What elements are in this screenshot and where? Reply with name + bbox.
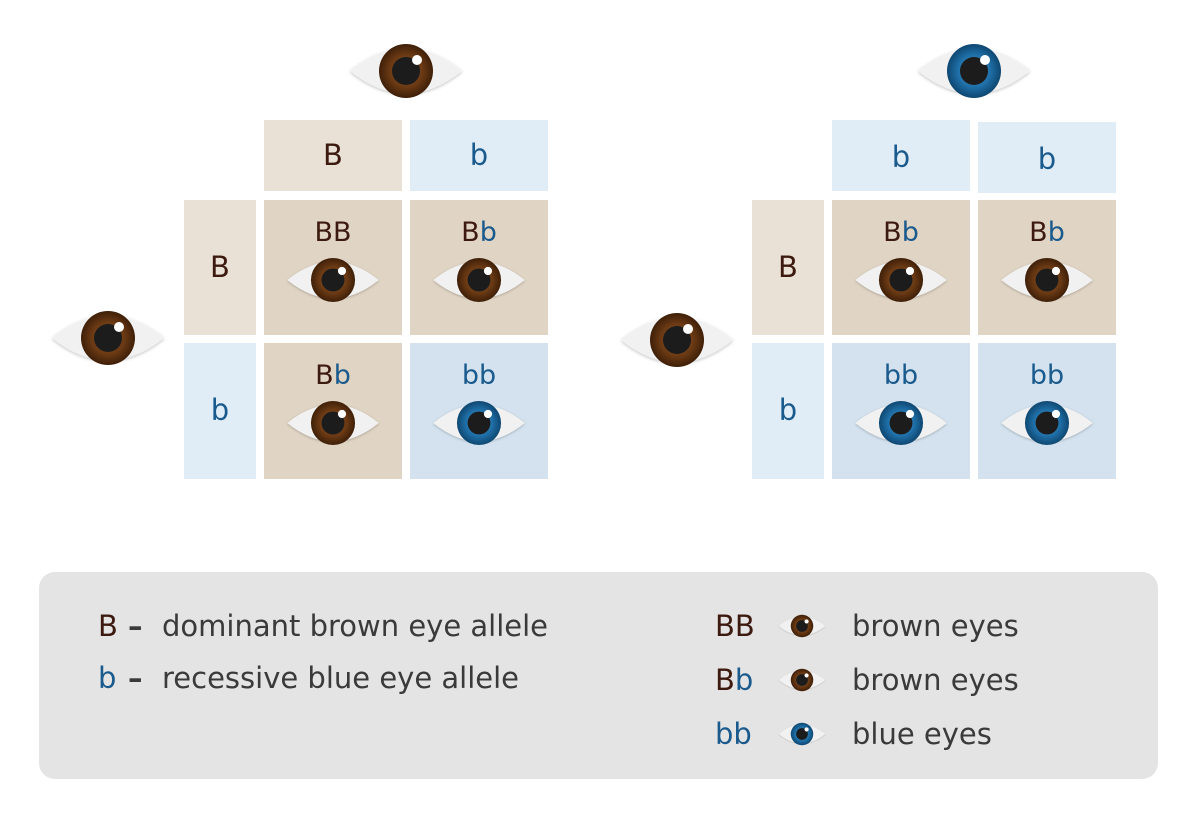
genotype-cell: bb xyxy=(410,343,548,479)
blue-eye-icon xyxy=(430,395,528,451)
legend-allele-dominant: B–dominant brown eye allele xyxy=(98,609,549,643)
genotype-label: Bb xyxy=(1029,217,1065,248)
legend-genotype-label: Bb xyxy=(715,663,754,697)
brown-eye-icon xyxy=(617,307,737,373)
brown-eye-icon xyxy=(998,252,1096,308)
genotype-label: bb xyxy=(461,360,497,391)
brown-eye-icon xyxy=(852,252,950,308)
genotype-cell: Bb xyxy=(410,200,548,335)
genotype-label: bb xyxy=(883,360,919,391)
genotype-label: BB xyxy=(314,217,352,248)
blue-eye-icon xyxy=(998,395,1096,451)
brown-eye-icon xyxy=(284,395,382,451)
col-header: B xyxy=(264,120,402,191)
genotype-label: Bb xyxy=(461,217,497,248)
legend-genotype-label: BB xyxy=(715,609,755,643)
brown-eye-icon xyxy=(777,666,827,694)
row-header: B xyxy=(752,200,824,335)
brown-eye-icon xyxy=(284,252,382,308)
row-header: B xyxy=(184,200,256,335)
legend-panel: B–dominant brown eye allele b–recessive … xyxy=(39,572,1158,779)
brown-eye-icon xyxy=(430,252,528,308)
genotype-label: bb xyxy=(1029,360,1065,391)
brown-eye-icon xyxy=(346,38,466,104)
blue-eye-icon xyxy=(852,395,950,451)
col-header: b xyxy=(410,120,548,191)
brown-eye-icon xyxy=(48,305,168,371)
genotype-cell: BB xyxy=(264,200,402,335)
col-header: b xyxy=(978,122,1116,193)
row-header: b xyxy=(752,343,824,479)
col-header: b xyxy=(832,120,970,191)
legend-genotype-desc: brown eyes xyxy=(852,663,1019,697)
genotype-cell: bb xyxy=(978,343,1116,479)
genotype-label: Bb xyxy=(883,217,919,248)
legend-genotype-desc: blue eyes xyxy=(852,717,992,751)
genotype-cell: Bb xyxy=(264,343,402,479)
genotype-cell: Bb xyxy=(832,200,970,335)
blue-eye-icon xyxy=(777,720,827,748)
brown-eye-icon xyxy=(777,612,827,640)
legend-genotype-label: bb xyxy=(715,717,752,751)
genotype-cell: bb xyxy=(832,343,970,479)
genotype-label: Bb xyxy=(315,360,351,391)
blue-eye-icon xyxy=(914,38,1034,104)
row-header: b xyxy=(184,343,256,479)
legend-genotype-desc: brown eyes xyxy=(852,609,1019,643)
legend-allele-recessive: b–recessive blue eye allele xyxy=(98,661,520,695)
genotype-cell: Bb xyxy=(978,200,1116,335)
